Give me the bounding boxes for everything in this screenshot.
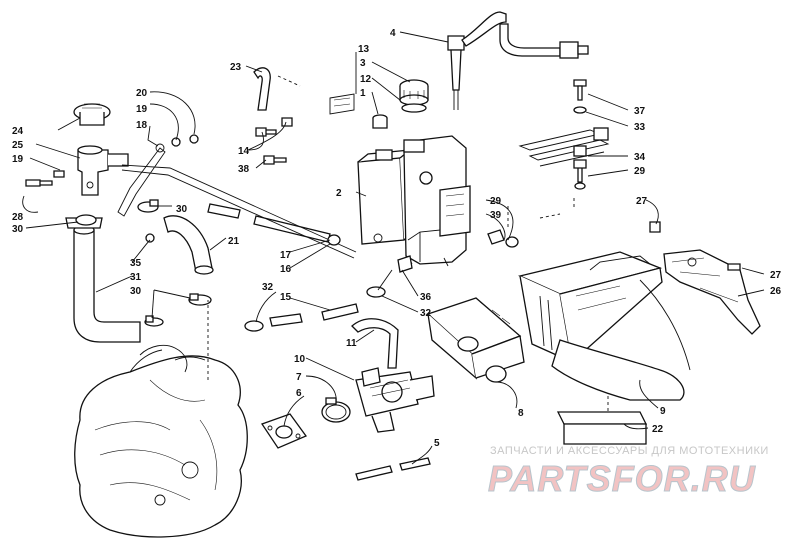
intake-adapter-8	[426, 297, 525, 383]
fitting-16	[327, 234, 341, 246]
callout-38: 38	[238, 164, 250, 175]
callout-26: 26	[770, 286, 782, 297]
hose-clamp-30-left	[75, 214, 97, 226]
hose-segment	[207, 203, 241, 219]
radiator-cap	[73, 103, 111, 126]
callout-31: 31	[130, 272, 142, 283]
callout-15: 15	[280, 292, 292, 303]
callout-10: 10	[294, 354, 306, 365]
watermark-logo-ru: .RU	[690, 458, 756, 500]
hose-17	[253, 215, 331, 243]
callout-4: 4	[390, 28, 396, 39]
callout-30c: 30	[130, 286, 142, 297]
callout-29a: 29	[490, 196, 502, 207]
callout-28: 28	[12, 212, 24, 223]
callout-30b: 30	[176, 204, 188, 215]
leader-lines	[22, 31, 765, 465]
callout-29b: 29	[634, 166, 646, 177]
callout-34: 34	[634, 152, 646, 163]
callout-8: 8	[518, 408, 524, 419]
watermark-tagline: ЗАПЧАСТИ И АКСЕССУАРЫ ДЛЯ МОТОТЕХНИКИ	[490, 445, 769, 457]
callout-9: 9	[660, 406, 666, 417]
hose-15	[269, 303, 359, 327]
screws-14	[255, 117, 293, 137]
watermark-logo-parts: PARTS	[488, 458, 612, 500]
callout-18: 18	[136, 120, 148, 131]
callout-16: 16	[280, 264, 292, 275]
screws-left	[25, 134, 199, 243]
hose-23	[253, 67, 271, 111]
callout-32a: 32	[262, 282, 274, 293]
screw-27-right	[727, 263, 741, 271]
screw-37	[573, 79, 587, 114]
screw-27-top	[649, 221, 661, 233]
callout-19b: 19	[12, 154, 24, 165]
foam-pad-22	[556, 411, 648, 445]
hose-clamp-30-mid	[188, 293, 212, 306]
callout-1: 1	[360, 88, 366, 99]
carburetor-10	[355, 367, 435, 433]
tank-bracket-13	[329, 93, 355, 115]
callout-5: 5	[434, 438, 440, 449]
clamp-7	[321, 397, 351, 423]
hose-11	[351, 318, 399, 369]
vent-line	[121, 164, 357, 259]
gasket-12	[401, 103, 427, 113]
screw-29-top	[573, 159, 587, 190]
flange-6	[260, 413, 308, 449]
callout-22: 22	[652, 424, 664, 435]
reference-lines	[207, 75, 609, 412]
callout-12: 12	[360, 74, 372, 85]
callout-23: 23	[230, 62, 242, 73]
bushing-39	[487, 229, 519, 248]
watermark-logo: PARTSFOR.RU	[488, 458, 756, 500]
tee-fitting	[77, 145, 129, 196]
airbox-9	[517, 251, 691, 401]
callout-27b: 27	[770, 270, 782, 281]
callout-7: 7	[296, 372, 302, 383]
engine	[74, 344, 248, 538]
watermark-logo-for: FOR	[611, 458, 691, 500]
clamps-32	[244, 286, 386, 332]
screw-38	[263, 155, 287, 165]
callout-6: 6	[296, 388, 302, 399]
callout-14: 14	[238, 146, 250, 157]
hose-21	[163, 215, 214, 275]
hose-clamp-30-top	[137, 199, 159, 213]
callout-33: 33	[634, 122, 646, 133]
callout-17: 17	[280, 250, 292, 261]
callout-13: 13	[358, 44, 370, 55]
callout-labels: 1 2 3 4 5 6 7 8 9 10 11 12 13 14 15 16 1…	[12, 28, 782, 449]
callout-19a: 19	[136, 104, 148, 115]
filler-cap-3	[399, 79, 429, 106]
callout-2: 2	[336, 188, 342, 199]
callout-21: 21	[228, 236, 240, 247]
plug-1	[372, 114, 388, 129]
callout-27a: 27	[636, 196, 648, 207]
callout-39: 39	[490, 210, 502, 221]
bracket-hole	[155, 143, 165, 153]
callout-36: 36	[420, 292, 432, 303]
coolant-tank	[357, 135, 471, 267]
hose-clamp-30-low	[144, 315, 164, 327]
callout-24: 24	[12, 126, 24, 137]
bracket-18	[117, 147, 166, 217]
temp-sensor-4	[447, 11, 589, 110]
callout-37: 37	[634, 106, 646, 117]
callout-20: 20	[136, 88, 148, 99]
callout-32b: 32	[420, 308, 432, 319]
hose-31	[65, 217, 141, 343]
callout-3: 3	[360, 58, 366, 69]
callout-25: 25	[12, 140, 24, 151]
callout-35: 35	[130, 258, 142, 269]
intake-silencer-26	[663, 249, 761, 335]
bracket-34	[518, 127, 610, 167]
fuel-line-5	[355, 457, 431, 481]
callout-30a: 30	[12, 224, 24, 235]
fitting-36	[377, 255, 413, 291]
callout-11: 11	[346, 338, 357, 349]
